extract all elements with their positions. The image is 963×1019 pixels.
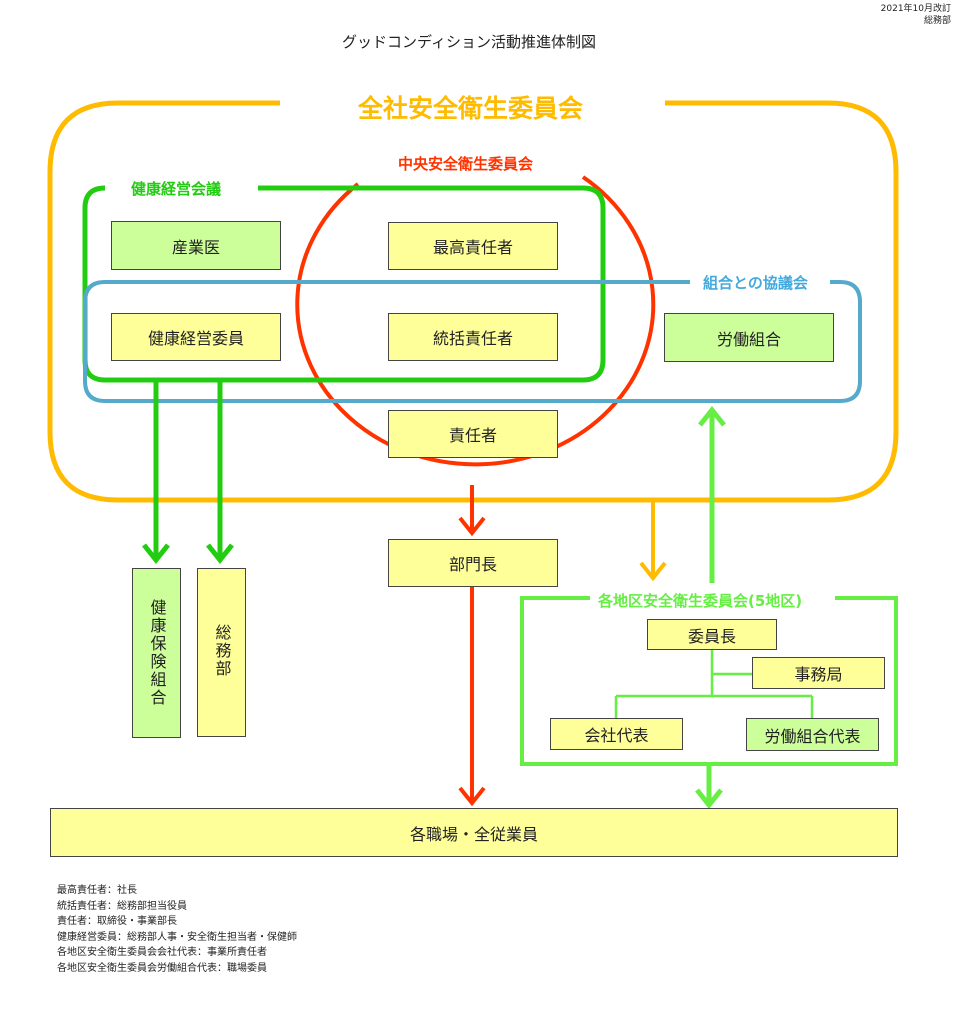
health-council-label: 健康経営会議 xyxy=(131,180,222,198)
footnote: 責任者：取締役・事業部長 xyxy=(57,916,177,927)
arrow-to-union-council xyxy=(698,405,726,583)
union-rep-box: 労働組合代表 xyxy=(746,718,879,751)
page-title: グッドコンディション活動推進体制図 xyxy=(342,33,596,51)
regional-committee-label: 各地区安全衛生委員会(5地区) xyxy=(598,592,803,610)
footnotes: 最高責任者：社長 統括責任者：総務部担当役員 責任者：取締役・事業部長 健康経営… xyxy=(57,883,297,976)
central-committee-label: 中央安全衛生委員会 xyxy=(398,155,534,173)
union-council-label: 組合との協議会 xyxy=(703,274,808,292)
union-council-frame xyxy=(83,280,862,403)
department-name: 総務部 xyxy=(923,16,951,26)
company-committee-label: 全社安全衛生委員会 xyxy=(358,94,584,123)
labor-union-box: 労働組合 xyxy=(664,313,834,362)
company-rep-box: 会社代表 xyxy=(550,718,683,750)
health-council-frame xyxy=(82,185,606,383)
secretariat-box: 事務局 xyxy=(752,657,885,689)
arrow-regional-to-employees xyxy=(695,764,723,810)
regional-connectors xyxy=(614,649,814,718)
footnote: 各地区安全衛生委員会労働組合代表：職場委員 xyxy=(57,962,267,974)
chief-manager-box: 統括責任者 xyxy=(388,313,558,361)
arrow-to-department-head xyxy=(458,485,486,537)
all-employees-box: 各職場・全従業員 xyxy=(50,808,898,857)
footnote: 健康経営委員：総務部人事・安全衛生担当者・保健師 xyxy=(57,931,297,943)
arrow-to-general-affairs xyxy=(206,380,234,565)
footnote: 各地区安全衛生委員会会社代表：事業所責任者 xyxy=(57,947,267,958)
footnote: 統括責任者：総務部担当役員 xyxy=(57,900,187,912)
arrow-to-all-employees xyxy=(458,587,486,807)
revision-date: 2021年10月改訂 xyxy=(880,4,951,14)
arrow-to-regional-committee xyxy=(639,502,667,582)
footnote: 最高責任者：社長 xyxy=(57,885,137,896)
arrow-to-health-insurance xyxy=(142,380,170,565)
occupational-physician-box: 産業医 xyxy=(111,221,281,270)
responsible-person-box: 責任者 xyxy=(388,410,558,458)
health-committee-member-box: 健康経営委員 xyxy=(111,313,281,361)
general-affairs-box: 総務部 xyxy=(197,568,246,737)
health-insurance-box: 健康保険組合 xyxy=(132,568,181,738)
department-head-box: 部門長 xyxy=(388,539,558,587)
chairman-box: 委員長 xyxy=(647,619,777,650)
top-manager-box: 最高責任者 xyxy=(388,222,558,270)
